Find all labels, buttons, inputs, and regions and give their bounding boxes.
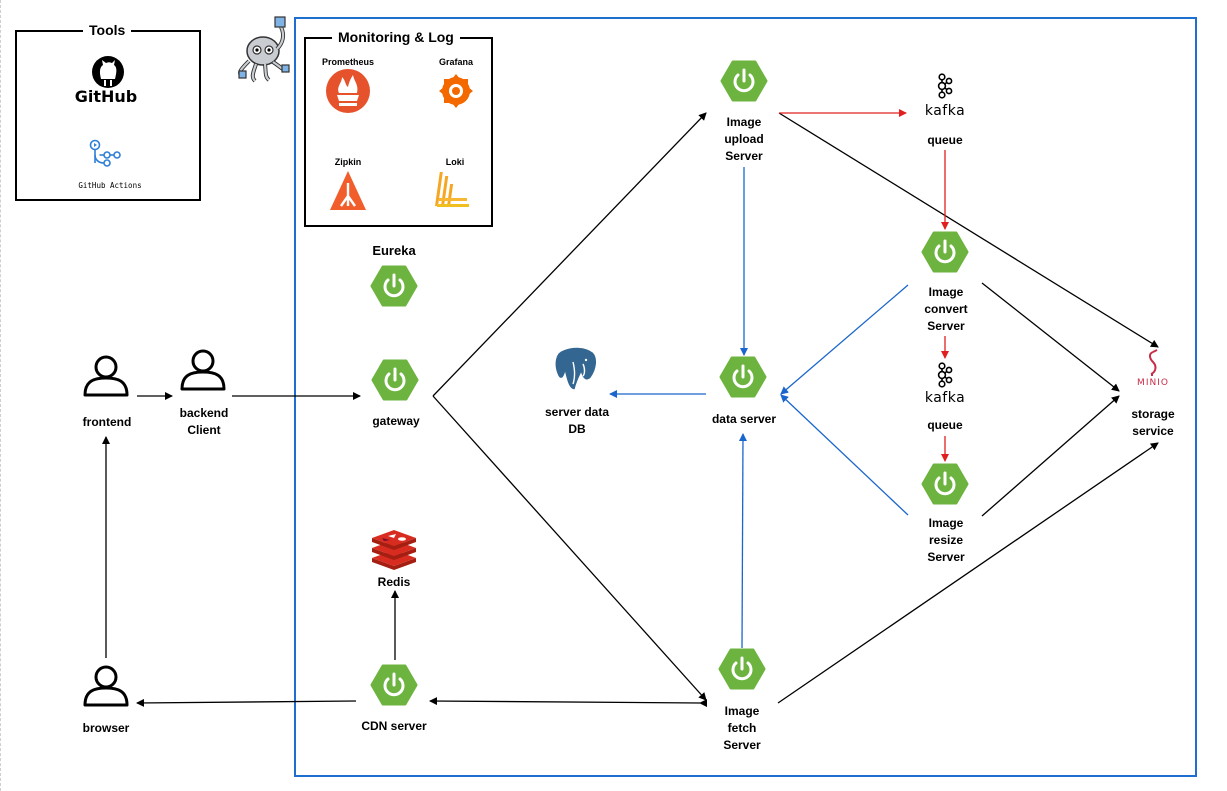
- edges: [102, 109, 1159, 708]
- github-actions-icon: [89, 139, 121, 167]
- storage-service-label: storage service: [1131, 407, 1175, 438]
- edge-fetch-data: [738, 433, 747, 649]
- queue-2-label: queue: [927, 418, 963, 432]
- tools-title: Tools: [83, 22, 132, 38]
- edge-fetch-cdn: [429, 697, 708, 708]
- prometheus-icon: [326, 69, 370, 113]
- grafana-label: Grafana: [438, 57, 474, 67]
- image-convert-label: Image convert Server: [924, 285, 968, 333]
- edge-cdn-browser: [136, 698, 357, 707]
- zipkin-icon: [330, 171, 366, 210]
- image-resize-spring-icon: [921, 463, 969, 505]
- github-actions-label: GitHub Actions: [78, 181, 142, 190]
- data-server-spring-icon: [719, 356, 767, 398]
- edge-fetch-storage: [777, 442, 1159, 704]
- eureka-spring-icon: [370, 265, 418, 307]
- kafka-1-icon: [937, 73, 953, 99]
- octopus-mascot-icon: [238, 16, 290, 83]
- redis-icon: [372, 530, 416, 570]
- backend-client-label: backend Client: [179, 406, 229, 437]
- image-upload-spring-icon: [720, 60, 768, 102]
- cdn-spring-icon: [370, 664, 418, 706]
- backend-client-user-icon: [180, 349, 226, 391]
- minio-wordmark: MINIO: [1137, 378, 1169, 388]
- redis-label: Redis: [377, 575, 411, 589]
- postgresql-elephant-icon: [554, 346, 598, 391]
- system-boundary: [294, 17, 1197, 777]
- image-resize-label: Image resize Server: [927, 516, 965, 564]
- eureka-label: Eureka: [372, 243, 416, 258]
- image-upload-label: Image upload Server: [724, 115, 764, 163]
- edge-gateway-upload: [432, 112, 707, 397]
- browser-user-icon: [83, 665, 129, 707]
- edge-convert-data: [780, 284, 909, 395]
- prometheus-label: Prometheus: [321, 57, 375, 67]
- kafka-1-wordmark: kafka: [924, 103, 966, 119]
- image-convert-spring-icon: [921, 231, 969, 273]
- github-label: GitHub: [74, 87, 138, 106]
- monitoring-title: Monitoring & Log: [332, 29, 460, 45]
- edge-resize-data: [780, 394, 909, 516]
- cdn-server-label: CDN server: [361, 719, 427, 733]
- frontend-user-icon: [83, 355, 129, 397]
- edge-upload-storage: [778, 112, 1159, 348]
- loki-label: Loki: [445, 157, 465, 167]
- image-fetch-label: Image fetch Server: [723, 704, 761, 752]
- edge-gateway-fetch: [432, 395, 707, 701]
- edge-resize-storage: [981, 395, 1120, 517]
- image-fetch-spring-icon: [718, 648, 766, 690]
- loki-icon: [435, 172, 469, 207]
- grafana-icon: [439, 74, 473, 108]
- github-icon: [92, 56, 124, 88]
- browser-label: browser: [82, 721, 130, 735]
- queue-1-label: queue: [927, 133, 963, 147]
- server-data-db-label: server data DB: [544, 405, 610, 436]
- page-left-dashed-edge: [0, 0, 2, 791]
- data-server-label: data server: [711, 412, 777, 426]
- gateway-spring-icon: [371, 359, 419, 401]
- kafka-2-wordmark: kafka: [924, 390, 966, 406]
- gateway-label: gateway: [372, 414, 420, 428]
- edge-convert-storage: [981, 282, 1120, 392]
- zipkin-label: Zipkin: [334, 157, 362, 167]
- frontend-label: frontend: [82, 415, 132, 429]
- minio-bird-icon: [1149, 349, 1158, 376]
- kafka-2-icon: [937, 362, 953, 388]
